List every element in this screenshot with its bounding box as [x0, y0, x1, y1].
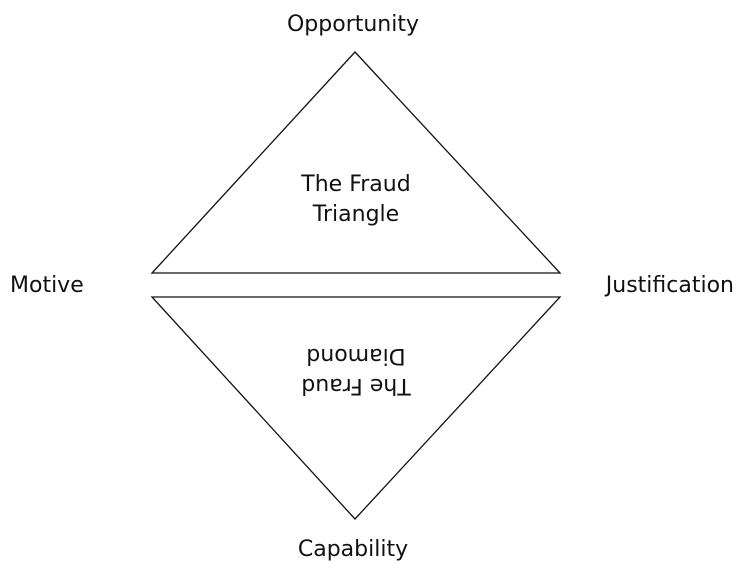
upper-shape-line1: The Fraud — [301, 172, 411, 197]
label-opportunity: Opportunity — [286, 12, 420, 37]
upper-triangle — [150, 51, 562, 274]
label-justification: Justification — [605, 273, 734, 298]
label-capability: Capability — [297, 537, 409, 562]
lower-shape-line1: The Fraud — [301, 373, 411, 398]
lower-triangle — [150, 296, 562, 520]
label-motive: Motive — [10, 273, 84, 298]
upper-shape-line2: Triangle — [312, 202, 400, 227]
lower-shape-text: The Fraud Diamond — [256, 340, 456, 400]
lower-shape-line2: Diamond — [306, 343, 406, 368]
upper-shape-text: The Fraud Triangle — [256, 170, 456, 230]
